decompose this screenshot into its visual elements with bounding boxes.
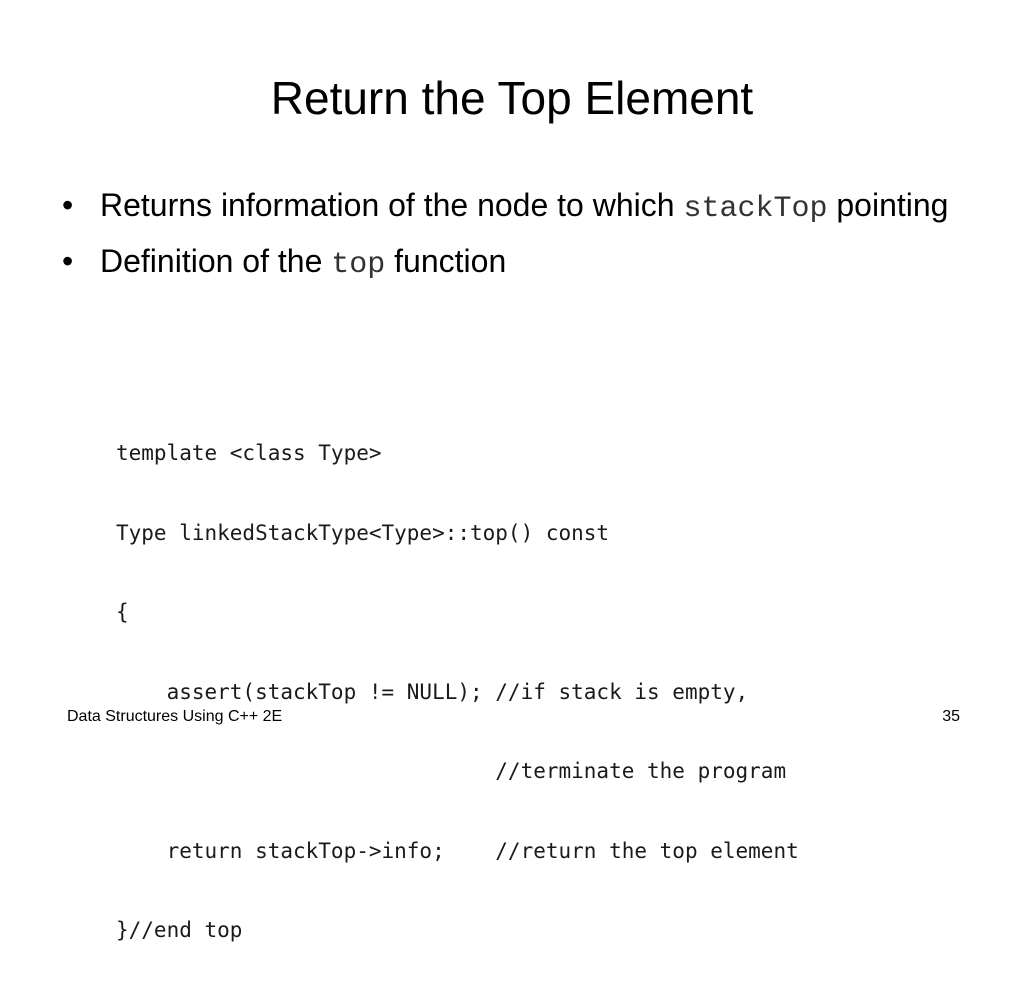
bullet-item: • Returns information of the node to whi… (60, 182, 980, 232)
slide-title: Return the Top Element (270, 72, 754, 124)
code-line: //terminate the program (116, 759, 787, 783)
bullet-text: Returns information of the node to which (100, 187, 684, 223)
code-line: { (116, 600, 129, 624)
code-line: return stackTop->info; //return the top … (116, 838, 799, 863)
bullet-code: top (331, 248, 386, 282)
bullet-text: Definition of the (100, 243, 332, 279)
bullet-text: function (385, 243, 507, 279)
bullet-code: stackTop (683, 192, 828, 226)
bullet-text: pointing (827, 187, 949, 223)
footer-page-number: 35 (942, 708, 960, 725)
bullet-item: • Definition of the top function (60, 238, 980, 288)
code-line: assert(stackTop != NULL); //if stack is … (116, 679, 749, 704)
code-line: template <class Type> (116, 441, 382, 465)
bullet-marker: • (62, 243, 74, 279)
code-listing: template <class Type> Type linkedStackTy… (116, 387, 799, 997)
code-line: Type linkedStackType<Type>::top() const (116, 520, 610, 545)
bullet-marker: • (62, 187, 74, 223)
slide: Return the Top Element • Returns informa… (60, 72, 980, 942)
bullet-list: • Returns information of the node to whi… (60, 182, 980, 294)
footer-course-title: Data Structures Using C++ 2E (67, 708, 283, 725)
code-line: }//end top (116, 918, 243, 942)
